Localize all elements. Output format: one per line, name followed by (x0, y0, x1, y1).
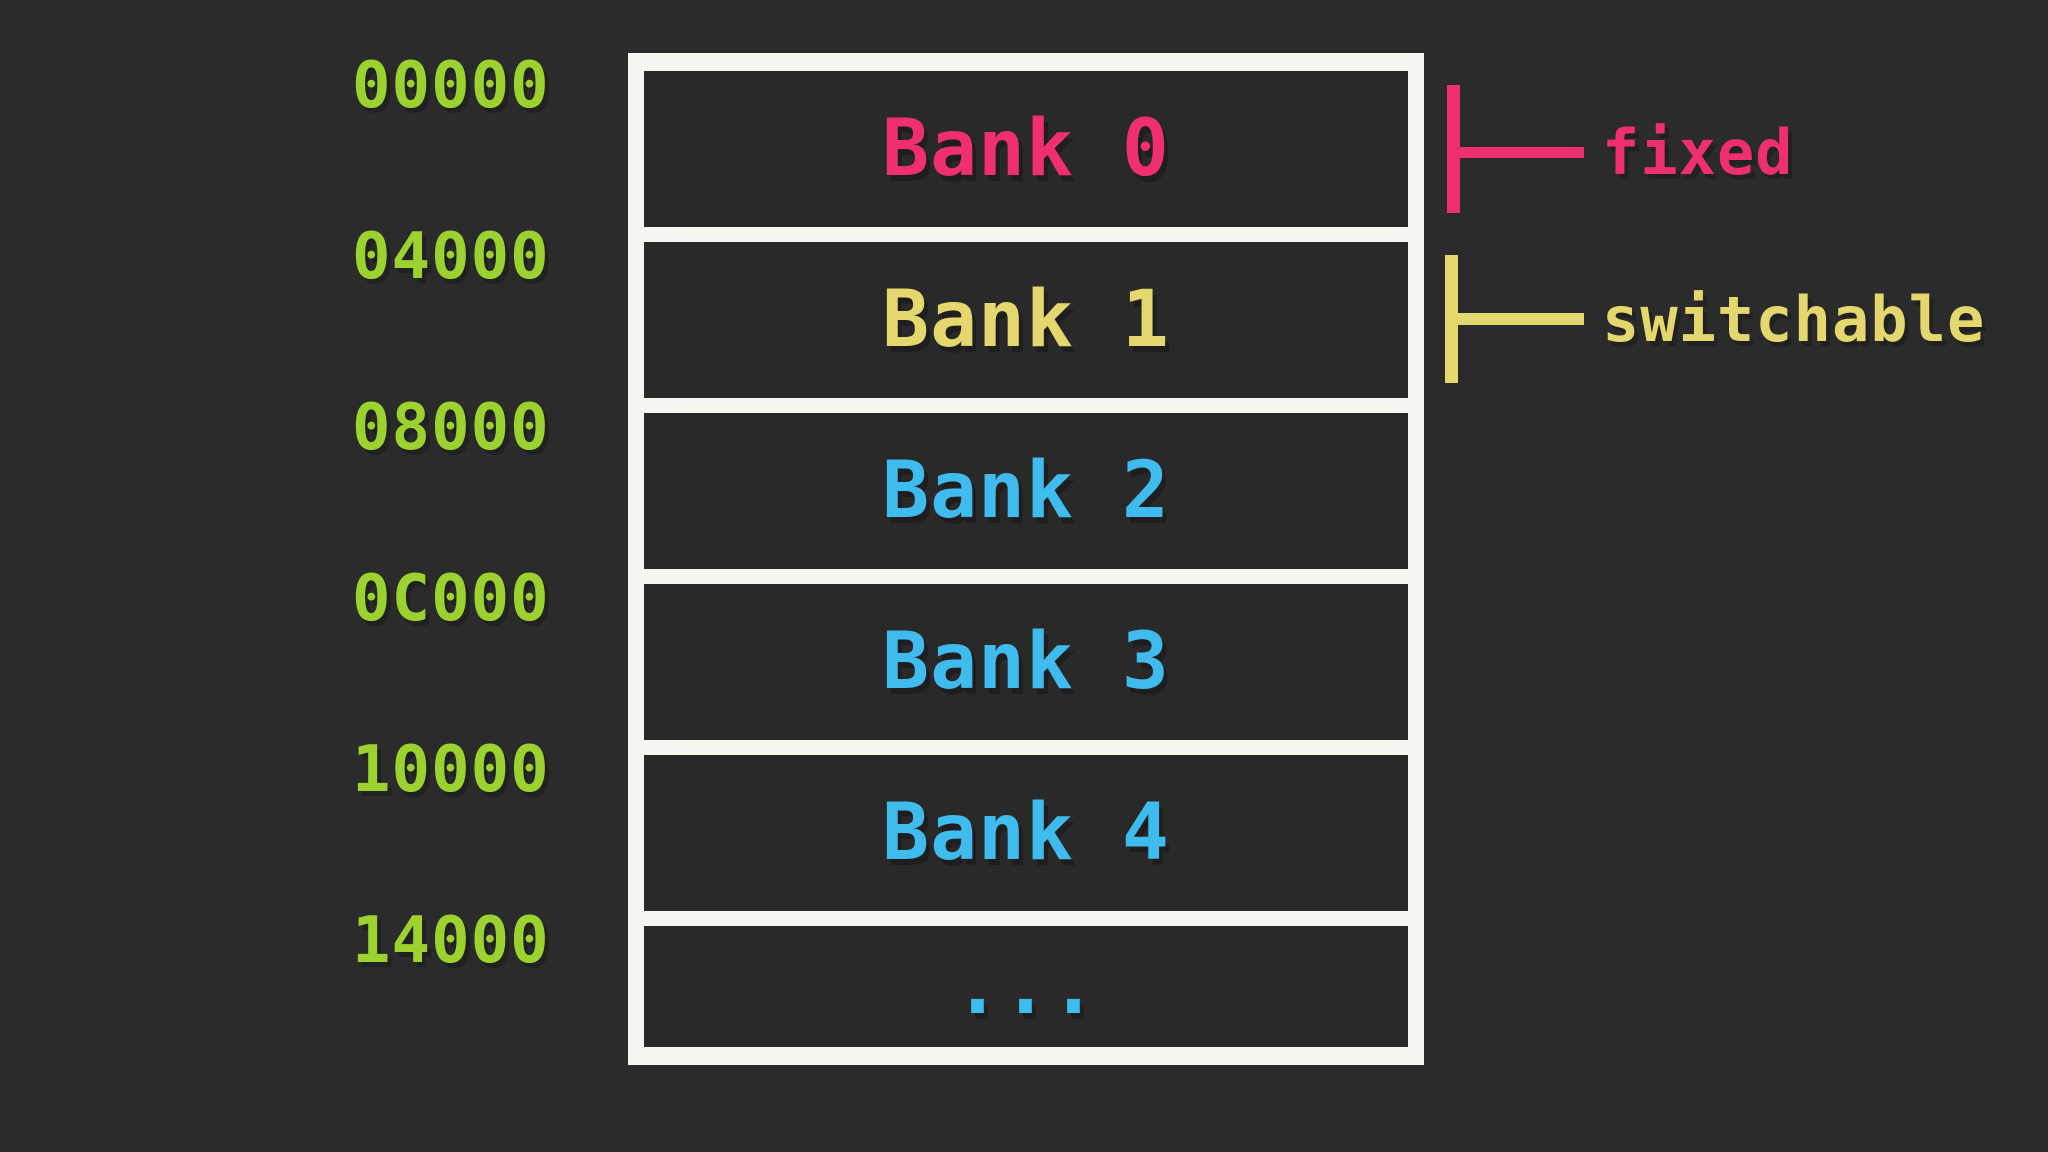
bank-row: Bank 2 (644, 413, 1408, 569)
fixed-label: fixed (1602, 115, 1794, 189)
address-label: 10000 (352, 733, 550, 807)
address-label: 14000 (352, 904, 550, 978)
switchable-label: switchable (1602, 282, 1986, 356)
bank-row: Bank 4 (644, 755, 1408, 911)
address-label: 08000 (352, 391, 550, 465)
address-label: 04000 (352, 220, 550, 294)
address-label: 0C000 (352, 562, 550, 636)
bank-row: Bank 0 (644, 71, 1408, 227)
bank-row: Bank 3 (644, 584, 1408, 740)
fixed-bracket-horizontal-bar (1458, 147, 1584, 158)
bank-row: Bank 1 (644, 242, 1408, 398)
address-label: 00000 (352, 49, 550, 123)
memory-map-frame: Bank 0 Bank 1 Bank 2 Bank 3 Bank 4 ... (628, 53, 1424, 1065)
bank-row-ellipsis: ... (644, 926, 1408, 1047)
switchable-bracket-vertical-bar (1445, 255, 1458, 383)
switchable-bracket-horizontal-bar (1456, 313, 1584, 325)
fixed-bracket-vertical-bar (1447, 85, 1460, 213)
